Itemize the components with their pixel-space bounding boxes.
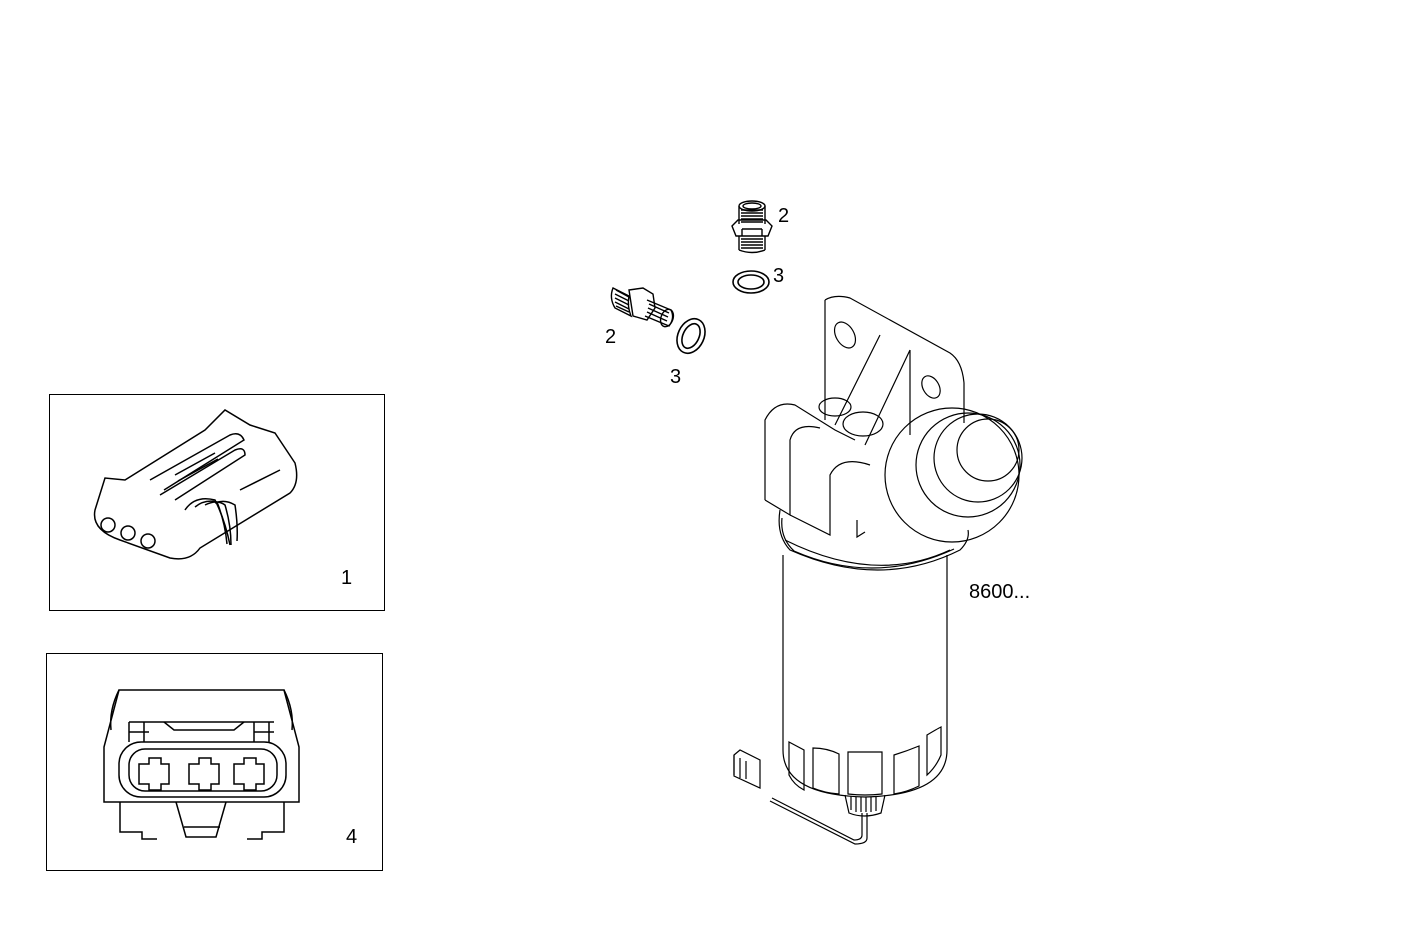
inset-connector-4: 4	[46, 653, 383, 871]
callout-fitting-upper: 2	[778, 205, 790, 227]
callout-washer-lower: 3	[670, 366, 682, 388]
callout-fitting-lower: 2	[605, 326, 617, 348]
inset-connector-1: 1	[49, 394, 385, 611]
washer-lower-icon	[672, 314, 712, 358]
callout-connector-4: 4	[346, 826, 358, 848]
connector-socket-icon	[104, 687, 304, 842]
callout-connector-1: 1	[341, 567, 353, 589]
connector-plug-icon	[90, 415, 300, 570]
washer-upper-icon	[729, 268, 775, 298]
fitting-upper-icon	[722, 196, 782, 271]
callout-washer-upper: 3	[773, 265, 785, 287]
fitting-lower-icon	[605, 280, 680, 340]
fuel-filter-assembly-icon	[720, 290, 1040, 850]
callout-filter-assembly-ref: 8600...	[969, 581, 1031, 603]
